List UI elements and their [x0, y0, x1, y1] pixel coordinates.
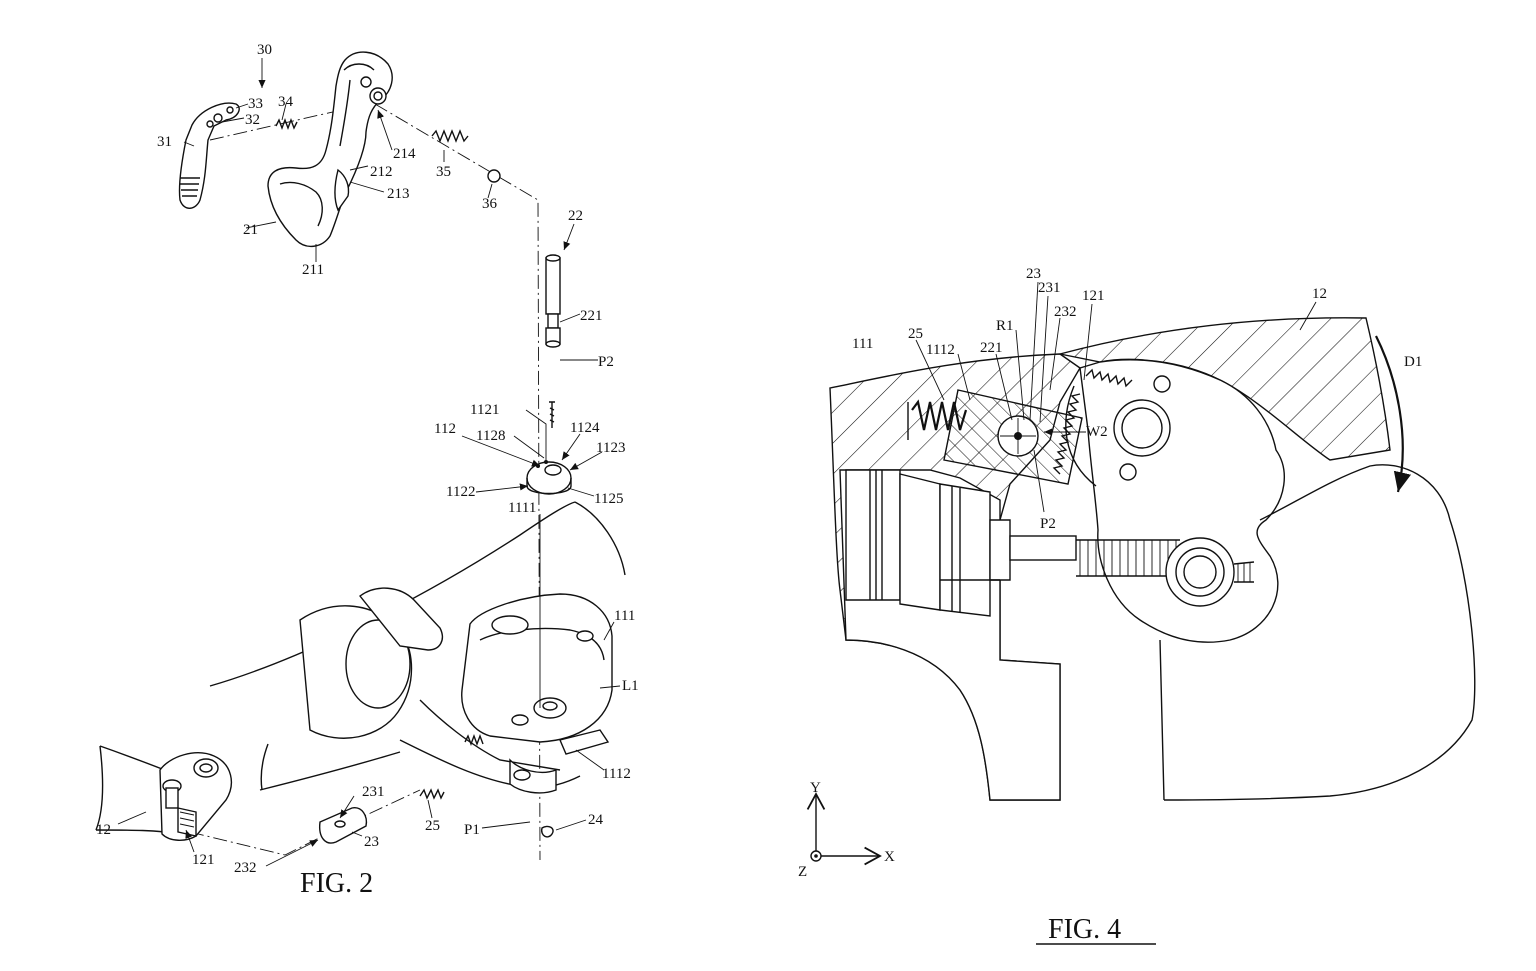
label-25-fig4: 25: [908, 326, 923, 342]
label-211: 211: [302, 262, 324, 278]
label-31: 31: [157, 134, 172, 150]
label-112: 112: [434, 421, 456, 437]
label-121-fig2: 121: [192, 852, 215, 868]
label-232-fig4: 232: [1054, 304, 1077, 320]
label-221-fig4: 221: [980, 340, 1003, 356]
label-25-fig2: 25: [425, 818, 440, 834]
fig2-reference-labels: 30 33 32 34 31 214 212 213 35 36 21 211 …: [96, 42, 639, 876]
plunger-blocks: [845, 469, 1011, 617]
rotor-hole-bottom: [1119, 463, 1137, 481]
outer-frame-outline: [1159, 464, 1476, 801]
label-1122: 1122: [446, 484, 475, 500]
spring-35: [431, 129, 469, 143]
spring-25-section: [911, 399, 968, 431]
label-34: 34: [278, 94, 294, 110]
label-24: 24: [588, 812, 604, 828]
fig4-reference-labels: 23 231 121 12 R1 232 25 221 111 1112 D1 …: [852, 266, 1422, 532]
label-12-fig4: 12: [1312, 286, 1327, 302]
spring-25: [419, 788, 445, 800]
set-screw: [549, 401, 555, 428]
label-1121: 1121: [470, 402, 499, 418]
label-W2: W2: [1086, 424, 1108, 440]
rotor-hole-top: [1153, 375, 1171, 393]
assembly-axis-upper: [374, 103, 541, 861]
rotor-hub-inner: [1121, 407, 1163, 449]
label-23-fig2: 23: [364, 834, 379, 850]
label-1112-fig2: 1112: [602, 766, 631, 782]
coordinate-axes: Y X Z: [798, 780, 895, 880]
label-L1: L1: [622, 678, 639, 694]
rotation-arrow-D1: [1375, 335, 1412, 493]
main-handle-21: [267, 51, 393, 247]
label-221: 221: [580, 308, 603, 324]
axis-label-y: Y: [810, 780, 821, 796]
figure-2-exploded-view: 30 33 32 34 31 214 212 213 35 36 21 211 …: [95, 42, 639, 899]
ball-36: [487, 169, 501, 183]
label-30: 30: [257, 42, 272, 58]
arm-12: [95, 745, 233, 841]
label-1111: 1111: [508, 500, 536, 516]
release-lever-31: [178, 102, 240, 209]
label-32: 32: [245, 112, 260, 128]
label-212: 212: [370, 164, 393, 180]
caption-fig2: FIG. 2: [300, 868, 373, 899]
label-P1: P1: [464, 822, 480, 838]
pawl-23: [319, 807, 368, 844]
pin-22: [545, 254, 561, 348]
caption-fig4: FIG. 4: [1048, 914, 1121, 945]
label-1128: 1128: [476, 428, 505, 444]
axis-label-z: Z: [798, 864, 807, 880]
detent-washer-112: [526, 460, 572, 495]
figure-4-section-view: 23 231 121 12 R1 232 25 221 111 1112 D1 …: [798, 266, 1476, 945]
frame-tube: [209, 501, 626, 791]
label-1112-fig4: 1112: [926, 342, 955, 358]
label-36: 36: [482, 196, 498, 212]
label-232-fig2: 232: [234, 860, 257, 876]
label-12-fig2: 12: [96, 822, 111, 838]
label-1123: 1123: [596, 440, 625, 456]
bracket-111: [299, 587, 613, 794]
label-33: 33: [248, 96, 263, 112]
label-1124: 1124: [570, 420, 600, 436]
bolt-and-eye: [1009, 535, 1255, 607]
label-213: 213: [387, 186, 410, 202]
label-23-fig4: 23: [1026, 266, 1041, 282]
label-35: 35: [436, 164, 451, 180]
fig4-leaders: [915, 281, 1317, 513]
label-231-fig2: 231: [362, 784, 385, 800]
label-231-fig4: 231: [1038, 280, 1061, 296]
label-111-fig4: 111: [852, 336, 873, 352]
spring-34: [275, 118, 298, 130]
label-1125: 1125: [594, 491, 623, 507]
label-R1: R1: [996, 318, 1014, 334]
axis-label-x: X: [884, 849, 895, 865]
label-21: 21: [243, 222, 258, 238]
label-D1: D1: [1404, 354, 1422, 370]
pin-24: [540, 825, 554, 838]
label-P2-fig2: P2: [598, 354, 614, 370]
label-121-fig4: 121: [1082, 288, 1105, 304]
label-P2-fig4: P2: [1040, 516, 1056, 532]
fig2-leaders: [117, 58, 621, 867]
label-22: 22: [568, 208, 583, 224]
label-214: 214: [393, 146, 416, 162]
label-111-fig2: 111: [614, 608, 635, 624]
